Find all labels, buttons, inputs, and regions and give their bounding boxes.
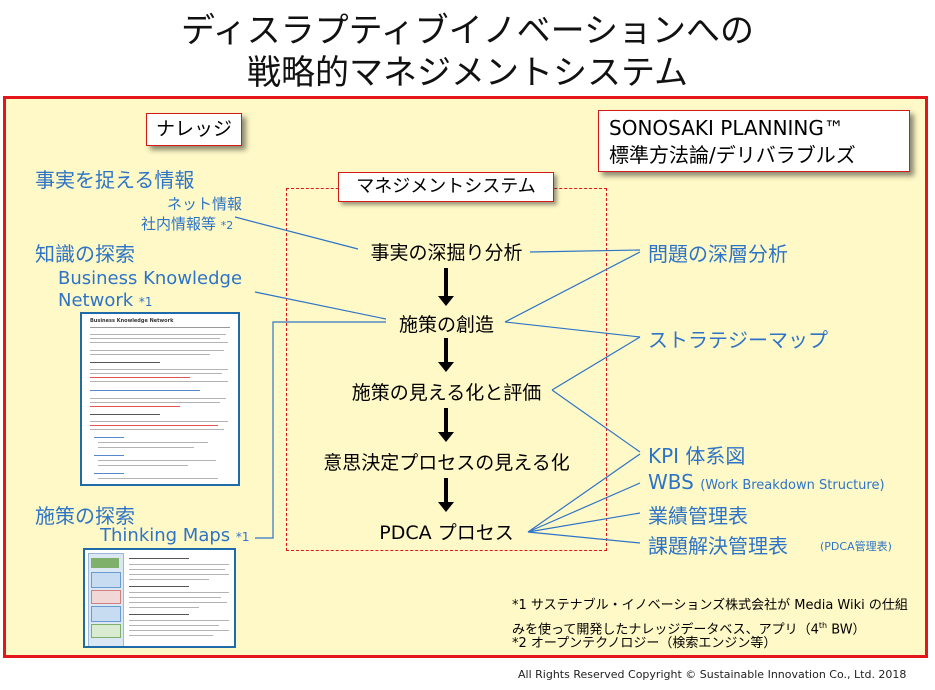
- sonosaki-box: SONOSAKI PLANNING™ 標準方法論/デリバラブルズ: [598, 110, 910, 172]
- footnote-1-line-2-text: みを使って開発したナレッジデータベス、アプリ（4: [512, 622, 819, 638]
- connector-internal-to-facts: [234, 216, 359, 250]
- internal-info-label: 社内情報等 *2: [141, 213, 233, 234]
- step-measure-creation: 施策の創造: [398, 314, 494, 336]
- connector-visual-to-strategy: [551, 336, 641, 391]
- title-line-1: ディスラプティブイノベーションへの: [181, 11, 754, 51]
- footnote-1-line-1: *1 サステナブル・イノベーションズ株式会社が Media Wiki の仕組: [512, 598, 908, 613]
- connector-creation-to-strategy: [504, 321, 641, 338]
- bkn-line-2: Network *1: [58, 290, 153, 311]
- arrow-2-head: [438, 362, 454, 372]
- wbs-label: WBS (Work Breakdown Structure): [648, 470, 885, 494]
- measures-heading: 施策の探索: [35, 504, 135, 528]
- footnote-1: *1 サステナブル・イノベーションズ株式会社が Media Wiki の仕組 み…: [512, 596, 908, 640]
- copyright: All Rights Reserved Copyright © Sustaina…: [518, 668, 907, 681]
- footnote-2: *2 オープンテクノロジー（検索エンジン等）: [512, 636, 777, 651]
- bkn-line-1: Business Knowledge: [58, 268, 243, 289]
- connector-pdca-to-wbs: [527, 482, 641, 533]
- management-system-label: マネジメントシステム: [338, 172, 554, 202]
- kpi-label: KPI 体系図: [648, 444, 746, 468]
- connector-pdca-to-kpi: [527, 453, 641, 533]
- connector-thinking-maps-to-creation: [255, 321, 386, 539]
- connector-creation-to-deep: [504, 251, 641, 323]
- deep-analysis-label: 問題の深層分析: [648, 242, 788, 266]
- arrow-4-head: [438, 502, 454, 512]
- bkn-network-text: Network: [58, 290, 134, 311]
- title-line-2: 戦略的マネジメントシステム: [247, 53, 688, 93]
- sonosaki-line-1: SONOSAKI PLANNING™: [609, 116, 844, 140]
- step-fact-analysis: 事実の深掘り分析: [370, 242, 523, 264]
- thinking-maps-text: Thinking Maps: [100, 525, 231, 546]
- issues-label: 課題解決管理表: [648, 534, 788, 558]
- bkn-thumbnail: Business Knowledge Network: [80, 312, 240, 486]
- wbs-subtext: (Work Breakdown Structure): [700, 478, 885, 493]
- footnote-1-line-2: みを使って開発したナレッジデータベス、アプリ（4th BW）: [512, 616, 908, 640]
- bkn-note: *1: [138, 295, 153, 309]
- arrow-1-head: [438, 296, 454, 306]
- issues-subtext: (PDCA管理表): [820, 540, 892, 553]
- net-info-label: ネット情報: [167, 195, 243, 213]
- arrow-3-head: [438, 432, 454, 442]
- connector-visual-to-kpi: [551, 389, 641, 453]
- strategy-map-label: ストラテジーマップ: [648, 328, 828, 352]
- footnote-1-line-2-end: BW）: [827, 622, 866, 638]
- connector-bkn-to-creation: [254, 291, 387, 320]
- performance-label: 業績管理表: [648, 504, 748, 528]
- facts-heading: 事実を捉える情報: [35, 168, 195, 192]
- sonosaki-line-2: 標準方法論/デリバラブルズ: [609, 143, 856, 167]
- thinking-maps-thumbnail: [83, 548, 236, 648]
- footnote-1-sup: th: [818, 621, 828, 630]
- knowledge-heading: 知識の探索: [35, 242, 135, 266]
- connector-pdca-to-issues: [527, 531, 641, 544]
- wbs-text: WBS: [648, 470, 694, 494]
- bkn-thumbnail-title: Business Knowledge Network: [90, 318, 174, 324]
- internal-info-note: *2: [220, 219, 234, 232]
- connector-pdca-to-performance: [527, 512, 641, 533]
- step-pdca: PDCA プロセス: [379, 522, 514, 544]
- thinking-maps-note: *1: [235, 530, 250, 544]
- thinking-maps-label: Thinking Maps *1: [100, 525, 250, 546]
- step-decision-process: 意思決定プロセスの見える化: [323, 452, 570, 474]
- internal-info-text: 社内情報等: [141, 215, 217, 233]
- knowledge-label: ナレッジ: [146, 113, 242, 146]
- connector-deep-analysis: [529, 249, 641, 253]
- step-visualization-evaluation: 施策の見える化と評価: [351, 382, 542, 404]
